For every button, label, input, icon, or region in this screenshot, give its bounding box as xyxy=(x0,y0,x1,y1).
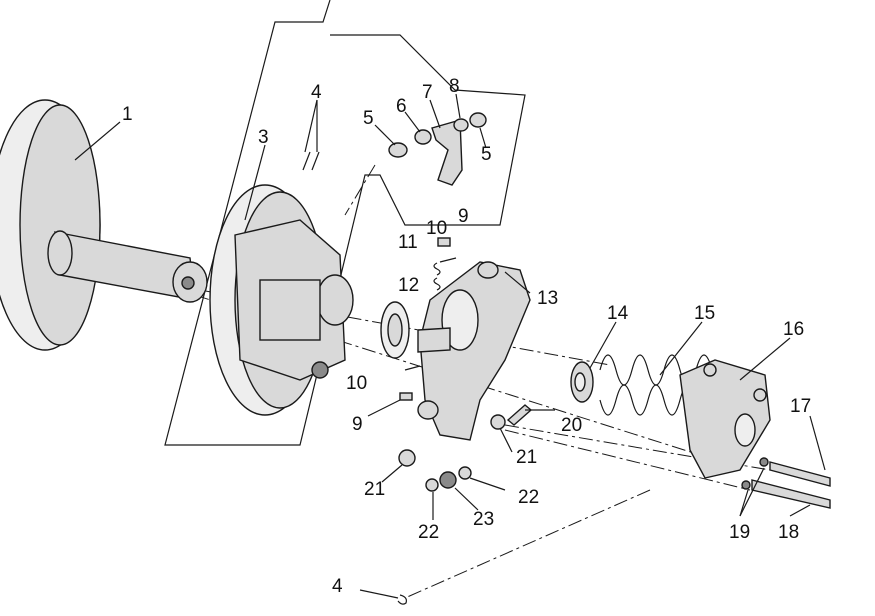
callout-5-right: 5 xyxy=(481,144,492,165)
fixed-sheave xyxy=(0,99,208,351)
callout-11: 11 xyxy=(398,232,418,253)
callout-21-right: 21 xyxy=(516,447,537,468)
callout-23: 23 xyxy=(473,509,494,530)
callout-5-left: 5 xyxy=(363,108,374,129)
callout-6: 6 xyxy=(396,96,407,117)
movable-sheave xyxy=(209,184,354,416)
subassembly-frame xyxy=(164,0,526,446)
callout-17: 17 xyxy=(790,396,811,417)
callout-9-top: 9 xyxy=(458,206,469,227)
callout-14: 14 xyxy=(607,303,629,324)
callout-12: 12 xyxy=(398,275,419,296)
callout-4-top: 4 xyxy=(311,82,322,103)
callout-15: 15 xyxy=(694,303,715,324)
large-washer xyxy=(380,301,410,359)
spring-pin-bottom xyxy=(399,365,421,401)
spring-cover xyxy=(679,359,771,479)
bolt-20 xyxy=(506,404,533,426)
small-parts-bottom xyxy=(398,414,506,492)
axis-line-bolt-17 xyxy=(504,424,771,471)
leader-lines xyxy=(74,93,826,599)
spring-pin-top xyxy=(433,237,457,291)
axis-line-bolt-18 xyxy=(504,429,751,491)
callout-18: 18 xyxy=(778,522,799,543)
callout-3: 3 xyxy=(258,127,269,148)
cotter-pins-top xyxy=(302,151,320,171)
callout-22-right: 22 xyxy=(518,487,539,508)
cotter-pin-bottom xyxy=(397,594,407,605)
callout-7: 7 xyxy=(422,82,433,103)
callout-8: 8 xyxy=(449,76,460,97)
spider-housing xyxy=(417,261,531,441)
callout-10-bottom: 10 xyxy=(346,373,367,394)
callout-1: 1 xyxy=(122,104,133,125)
callout-13: 13 xyxy=(537,288,558,309)
roller-weight-assembly xyxy=(388,112,487,186)
callout-16: 16 xyxy=(783,319,804,340)
small-washers-19 xyxy=(741,457,769,490)
callout-19: 19 xyxy=(729,522,750,543)
bolts xyxy=(751,461,831,509)
callout-21-left: 21 xyxy=(364,479,385,500)
callout-22-left: 22 xyxy=(418,522,439,543)
callout-10-top: 10 xyxy=(426,218,447,239)
hex-nut xyxy=(570,361,594,403)
callout-20: 20 xyxy=(561,415,582,436)
callout-4-bottom: 4 xyxy=(332,576,343,597)
axis-line-weight xyxy=(344,164,376,216)
callout-9-bottom: 9 xyxy=(352,414,363,435)
axis-line-cotter xyxy=(404,489,651,599)
